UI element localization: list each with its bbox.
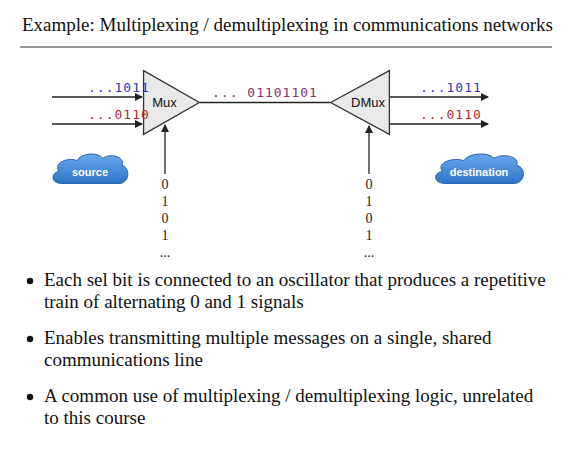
slide-title: Example: Multiplexing / demultiplexing i… bbox=[22, 14, 562, 37]
select-wire bbox=[368, 126, 369, 174]
bit-stream: ... 01101101 bbox=[212, 85, 318, 100]
bit-stream: ...0110 bbox=[88, 107, 150, 122]
bullet-dot bbox=[27, 394, 33, 400]
input-wire bbox=[52, 96, 142, 97]
bit-stream: ...0110 bbox=[420, 107, 482, 122]
block-label: DMux bbox=[351, 95, 385, 110]
bit-stream: ...1011 bbox=[88, 80, 150, 95]
signal-line bbox=[200, 102, 330, 103]
bullet-dot bbox=[27, 278, 33, 284]
output-wire bbox=[390, 123, 488, 124]
source-cloud: source bbox=[50, 150, 130, 188]
bullet-text: Enables transmitting multiple messages o… bbox=[44, 327, 549, 371]
title-rule bbox=[20, 47, 552, 48]
cloud-label: source bbox=[72, 166, 108, 178]
demux-triangle: DMux bbox=[330, 70, 390, 135]
bullet-text: A common use of multiplexing / demultipl… bbox=[44, 385, 549, 429]
bullet-text: Each sel bit is connected to an oscillat… bbox=[44, 269, 549, 313]
output-wire bbox=[390, 96, 488, 97]
bit-stream: ...1011 bbox=[420, 80, 482, 95]
select-bits: 0 1 0 1 ... bbox=[364, 176, 375, 261]
bullet-dot bbox=[27, 336, 33, 342]
input-wire bbox=[52, 123, 142, 124]
mux-triangle: Mux bbox=[143, 70, 200, 135]
destination-cloud: destination bbox=[432, 150, 526, 188]
block-label: Mux bbox=[152, 95, 177, 110]
select-bits: 0 1 0 1 ... bbox=[160, 176, 171, 261]
select-wire bbox=[164, 125, 165, 174]
cloud-label: destination bbox=[450, 166, 509, 178]
